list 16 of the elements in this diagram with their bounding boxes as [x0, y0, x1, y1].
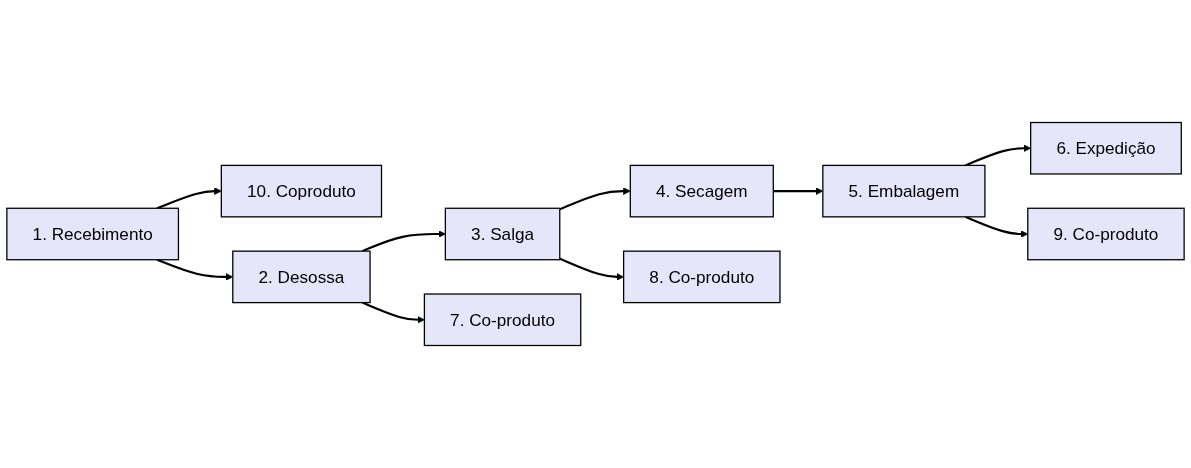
arrow	[156, 187, 222, 210]
node-box: 6. Expedição	[1030, 121, 1182, 175]
arrow	[964, 144, 1031, 167]
node-box: 2. Desossa	[232, 250, 371, 304]
node-box: 10. Coproduto	[220, 164, 383, 218]
arrow	[361, 230, 446, 253]
node-box: 7. Co-produto	[423, 293, 582, 347]
node-box: 1. Recebimento	[6, 207, 180, 261]
node-box: 8. Co-produto	[622, 250, 781, 304]
node-box: 4. Secagem	[629, 164, 774, 218]
arrow	[559, 187, 631, 211]
node-box: 3. Salga	[444, 207, 561, 261]
node-box: 5. Embalagem	[822, 164, 986, 218]
node-box: 9. Co-produto	[1027, 207, 1185, 261]
arrow	[361, 301, 425, 324]
arrow	[559, 257, 624, 281]
